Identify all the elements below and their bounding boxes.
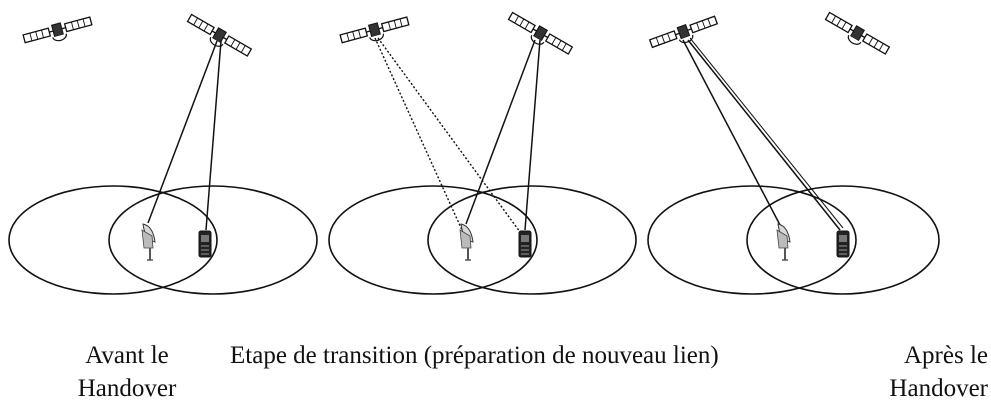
coverage-zone-right bbox=[746, 185, 940, 295]
link-solid bbox=[205, 40, 222, 231]
ground-station-icon bbox=[141, 223, 156, 261]
mobile-terminal-icon bbox=[836, 230, 850, 258]
link-dotted bbox=[374, 37, 463, 231]
mobile-terminal-icon bbox=[518, 230, 532, 258]
coverage-zone-left bbox=[647, 185, 857, 295]
caption-line: Après le bbox=[904, 342, 988, 369]
link-solid bbox=[682, 39, 781, 226]
handover-diagram bbox=[8, 10, 940, 295]
panel-before bbox=[8, 12, 318, 295]
link-solid bbox=[687, 39, 841, 231]
ground-station-icon bbox=[776, 223, 791, 261]
coverage-zone-left bbox=[8, 185, 218, 295]
satellite-icon bbox=[338, 14, 412, 51]
link-solid bbox=[689, 37, 844, 229]
caption-before-handover: Avant le Handover bbox=[62, 339, 192, 405]
panel-after bbox=[647, 10, 940, 295]
coverage-zone-right bbox=[427, 185, 637, 295]
caption-line: Avant le bbox=[85, 342, 169, 369]
mobile-terminal-icon bbox=[198, 230, 212, 258]
panel-transition bbox=[328, 10, 637, 295]
caption-line: Handover bbox=[77, 375, 177, 402]
coverage-zone-left bbox=[328, 185, 538, 295]
link-dotted bbox=[377, 37, 521, 233]
caption-line: Handover bbox=[889, 375, 988, 402]
link-solid bbox=[524, 39, 541, 231]
caption-after-handover: Après le Handover bbox=[848, 339, 988, 405]
link-solid bbox=[147, 40, 218, 224]
caption-line: Etape de transition (préparation de nouv… bbox=[230, 342, 719, 369]
satellite-icon bbox=[648, 13, 721, 55]
satellite-icon bbox=[183, 12, 253, 63]
satellite-icon bbox=[21, 14, 95, 51]
satellite-icon bbox=[821, 10, 891, 61]
link-solid bbox=[465, 39, 536, 225]
coverage-zone-right bbox=[108, 185, 318, 295]
ground-station-icon bbox=[459, 223, 474, 261]
caption-transition: Etape de transition (préparation de nouv… bbox=[230, 339, 719, 372]
